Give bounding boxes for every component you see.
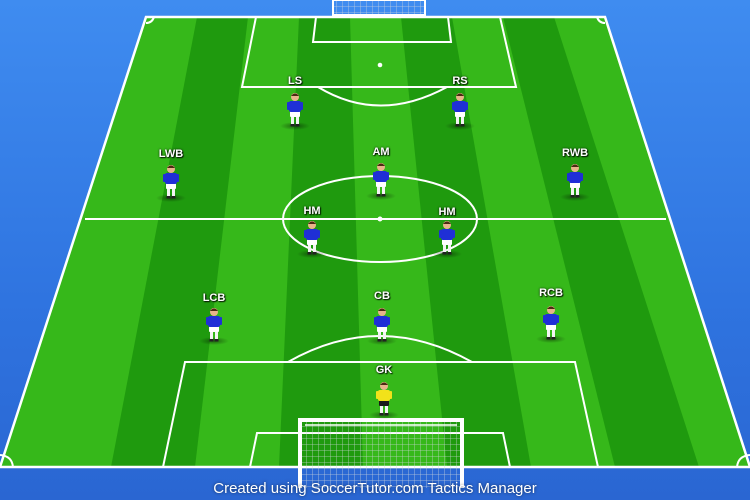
top-goal-area bbox=[311, 16, 453, 43]
far-goal bbox=[332, 0, 426, 16]
player-label-ls: LS bbox=[287, 75, 303, 87]
player-lwb bbox=[156, 165, 186, 202]
corner-arc-top-right bbox=[596, 16, 606, 24]
player-rs bbox=[445, 93, 475, 130]
player-label-lwb: LWB bbox=[158, 148, 184, 160]
player-am bbox=[366, 163, 396, 200]
top-penalty-spot bbox=[377, 62, 383, 68]
players-layer bbox=[156, 93, 590, 419]
player-rcb bbox=[536, 306, 566, 343]
player-rwb bbox=[560, 164, 590, 201]
player-lcb bbox=[199, 308, 229, 345]
corner-arc-top-left bbox=[145, 16, 155, 24]
credit-text: Created using SoccerTutor.com Tactics Ma… bbox=[213, 480, 537, 497]
player-label-rs: RS bbox=[452, 75, 468, 87]
pitch-stripes bbox=[0, 17, 750, 467]
top-penalty-arc bbox=[317, 86, 448, 107]
player-label-hm-right: HM bbox=[438, 206, 456, 218]
player-label-rwb: RWB bbox=[561, 147, 589, 159]
player-hm-right bbox=[432, 221, 462, 258]
player-gk bbox=[369, 382, 399, 419]
player-label-am: AM bbox=[372, 146, 390, 158]
pitch-markings bbox=[0, 15, 750, 469]
corner-arc-bottom-right bbox=[736, 454, 750, 468]
player-label-rcb: RCB bbox=[539, 287, 563, 299]
near-goal bbox=[298, 418, 464, 488]
bottom-penalty-area bbox=[161, 361, 600, 468]
player-cb bbox=[367, 308, 397, 345]
player-label-lcb: LCB bbox=[202, 292, 226, 304]
centre-spot bbox=[377, 216, 383, 222]
player-label-gk: GK bbox=[375, 364, 393, 376]
player-hm-left bbox=[297, 221, 327, 258]
corner-arc-bottom-left bbox=[0, 454, 14, 468]
player-ls bbox=[280, 93, 310, 130]
player-label-cb: CB bbox=[374, 290, 390, 302]
player-label-hm-left: HM bbox=[303, 205, 321, 217]
